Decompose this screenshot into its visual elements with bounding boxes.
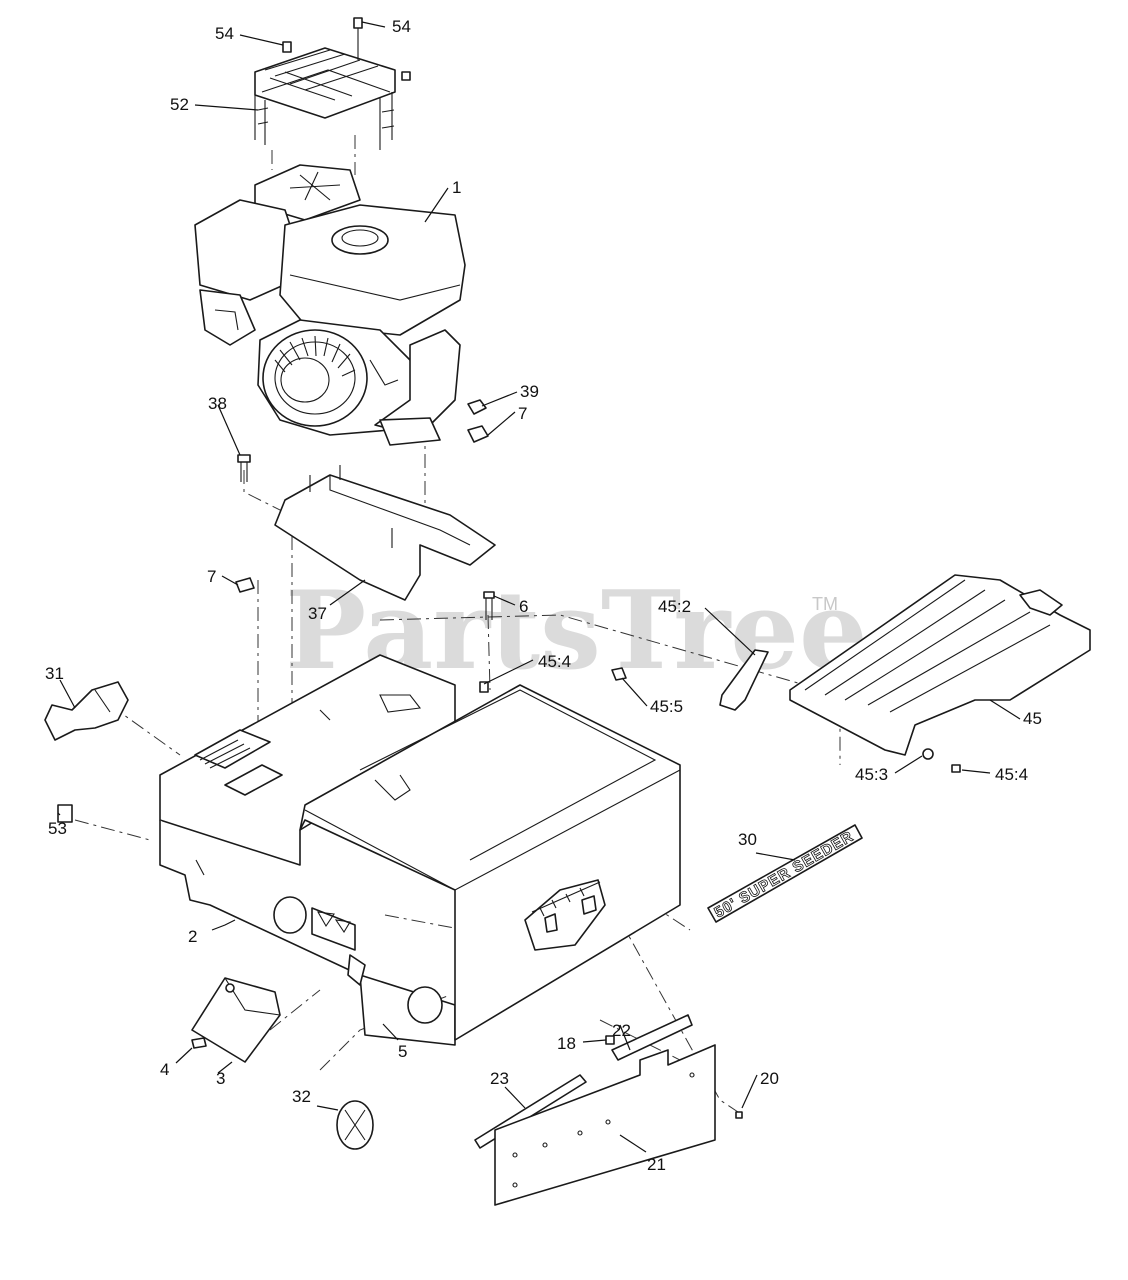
- callouts: 54 54 52 1 39 38 7 7 37 6 45:2 45:4 45:5…: [45, 17, 1042, 1174]
- callout-54-left: 54: [215, 24, 234, 43]
- callout-45-4-upper: 45:4: [538, 652, 571, 671]
- callout-37: 37: [308, 604, 327, 623]
- callout-4: 4: [160, 1060, 169, 1079]
- callout-22: 22: [612, 1021, 631, 1040]
- callout-54-right: 54: [392, 17, 411, 36]
- hopper-lid: [789, 574, 1091, 756]
- wire-guard: [254, 47, 396, 150]
- callout-32: 32: [292, 1087, 311, 1106]
- callout-7-upper: 7: [518, 404, 527, 423]
- callout-52: 52: [170, 95, 189, 114]
- callout-39: 39: [520, 382, 539, 401]
- deflector: [44, 681, 129, 741]
- engine: [194, 164, 466, 446]
- decal-text: 50' SUPER SEEDER: [712, 828, 857, 922]
- callout-7-lower: 7: [207, 567, 216, 586]
- callout-3: 3: [216, 1069, 225, 1088]
- base-plate: [494, 1044, 716, 1206]
- callout-45-2: 45:2: [658, 597, 691, 616]
- callout-1: 1: [452, 178, 461, 197]
- callout-45-4-lower: 45:4: [995, 765, 1028, 784]
- callout-45-3: 45:3: [855, 765, 888, 784]
- engine-mount-plate: [274, 465, 496, 601]
- callout-45-5: 45:5: [650, 697, 683, 716]
- callout-6: 6: [519, 597, 528, 616]
- housing-frame: [159, 654, 681, 1046]
- callout-20: 20: [760, 1069, 779, 1088]
- super-seeder-decal: 50' SUPER SEEDER: [707, 824, 863, 923]
- callout-21: 21: [647, 1155, 666, 1174]
- callout-5: 5: [398, 1042, 407, 1061]
- callout-38: 38: [208, 394, 227, 413]
- hardware: [191, 17, 961, 1119]
- callout-30: 30: [738, 830, 757, 849]
- callout-18: 18: [557, 1034, 576, 1053]
- x-logo-badge: [336, 1100, 374, 1150]
- callout-2: 2: [188, 927, 197, 946]
- callout-23: 23: [490, 1069, 509, 1088]
- small-label: [57, 804, 73, 823]
- strip-upper: [611, 1014, 693, 1061]
- leader-lines: [57, 21, 1021, 1153]
- callout-45: 45: [1023, 709, 1042, 728]
- callout-31: 31: [45, 664, 64, 683]
- callout-53: 53: [48, 819, 67, 838]
- chute: [191, 977, 281, 1063]
- watermark-tm: TM: [812, 594, 838, 614]
- latch: [719, 649, 769, 711]
